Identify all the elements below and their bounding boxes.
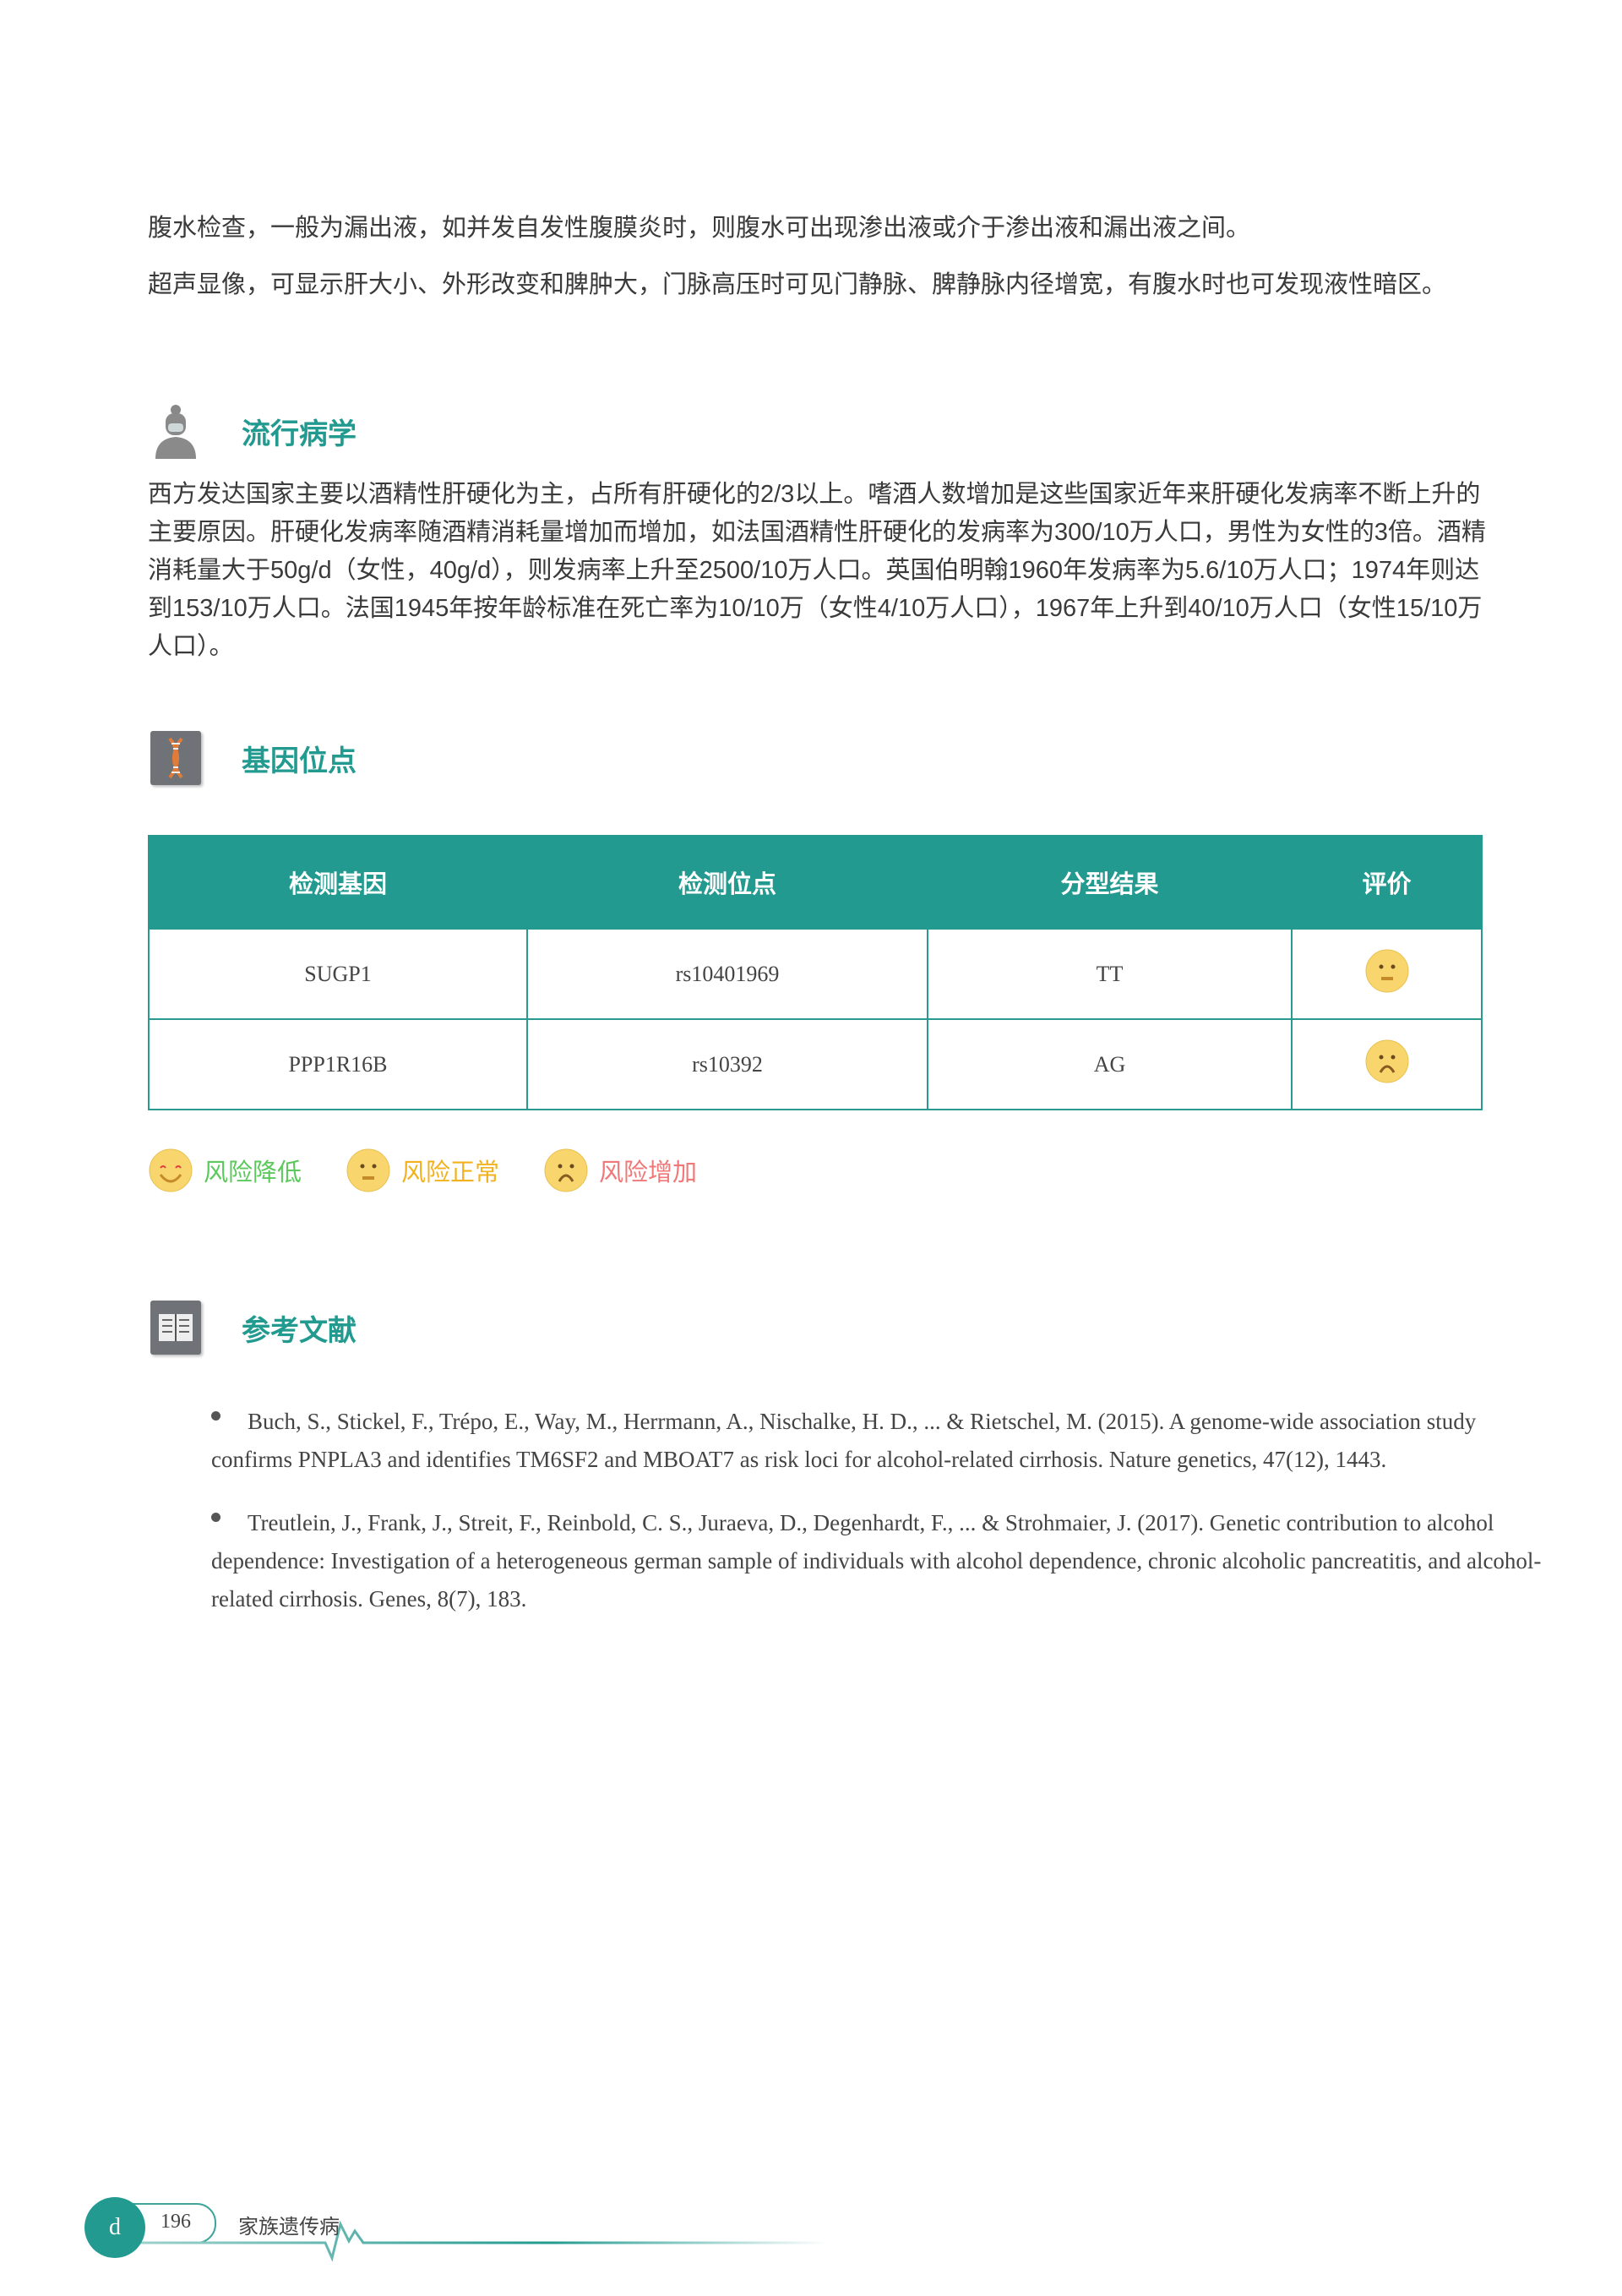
site-cell: rs10401969: [526, 928, 928, 1020]
ascites-paragraph: 腹水检查，一般为漏出液，如并发自发性腹膜炎时，则腹水可出现渗出液或介于渗出液和漏…: [148, 215, 1251, 242]
gene-heading: 基因位点: [150, 728, 357, 788]
page-footer: d 196 家族遗传病: [84, 2189, 845, 2265]
result-cell: AG: [927, 1018, 1293, 1110]
gene-table: 检测基因 检测位点 分型结果 评价 SUGP1 rs10401969 TT PP…: [148, 835, 1483, 1110]
header-gene: 检测基因: [148, 835, 528, 930]
bullet-icon: [211, 1411, 220, 1421]
reference-item: Treutlein, J., Frank, J., Streit, F., Re…: [211, 1510, 1542, 1612]
references-heading: 参考文献: [150, 1298, 357, 1357]
sad-face-icon: [1364, 1039, 1410, 1090]
header-result: 分型结果: [927, 835, 1293, 930]
legend-item-increased: 风险增加: [543, 1148, 697, 1193]
neutral-face-icon: [1364, 948, 1410, 1000]
heartbeat-line-icon: [113, 2203, 828, 2262]
gene-cell: PPP1R16B: [148, 1018, 528, 1110]
reference-item: Buch, S., Stickel, F., Trépo, E., Way, M…: [211, 1409, 1477, 1472]
legend-label: 风险增加: [599, 1159, 698, 1186]
header-site: 检测位点: [526, 835, 928, 930]
book-title: 家族遗传病: [238, 2216, 340, 2239]
section-title: 基因位点: [242, 744, 357, 777]
legend-label: 风险正常: [401, 1159, 500, 1186]
rating-cell: [1291, 928, 1483, 1020]
happy-face-icon: [149, 1148, 193, 1192]
dna-icon: [150, 731, 201, 785]
table-row: PPP1R16B rs10392 AG: [148, 1018, 1483, 1110]
risk-legend: 风险降低 风险正常 风险增加: [148, 1148, 697, 1193]
doctor-icon: [150, 404, 201, 459]
epidemiology-paragraph: 西方发达国家主要以酒精性肝硬化为主，占所有肝硬化的2/3以上。嗜酒人数增加是这些…: [148, 481, 1486, 660]
legend-item-normal: 风险正常: [346, 1148, 499, 1193]
section-title: 流行病学: [242, 417, 357, 450]
epidemiology-heading: 流行病学: [150, 401, 357, 461]
book-icon: [150, 1301, 201, 1355]
ultrasound-paragraph: 超声显像，可显示肝大小、外形改变和脾肿大，门脉高压时可见门静脉、脾静脉内径增宽，…: [148, 271, 1447, 298]
legend-label: 风险降低: [204, 1159, 302, 1186]
reference-list: Buch, S., Stickel, F., Trépo, E., Way, M…: [211, 1403, 1546, 1644]
site-cell: rs10392: [526, 1018, 928, 1110]
section-title: 参考文献: [242, 1314, 357, 1347]
chapter-badge: d: [84, 2197, 145, 2258]
bullet-icon: [211, 1513, 220, 1522]
neutral-face-icon: [346, 1148, 390, 1192]
table-header-row: 检测基因 检测位点 分型结果 评价: [148, 835, 1483, 930]
page-number: 196: [161, 2211, 191, 2233]
header-rating: 评价: [1291, 835, 1483, 930]
legend-item-lower: 风险降低: [148, 1148, 302, 1193]
result-cell: TT: [927, 928, 1293, 1020]
rating-cell: [1291, 1018, 1483, 1110]
gene-cell: SUGP1: [148, 928, 528, 1020]
table-row: SUGP1 rs10401969 TT: [148, 928, 1483, 1020]
sad-face-icon: [544, 1148, 588, 1192]
